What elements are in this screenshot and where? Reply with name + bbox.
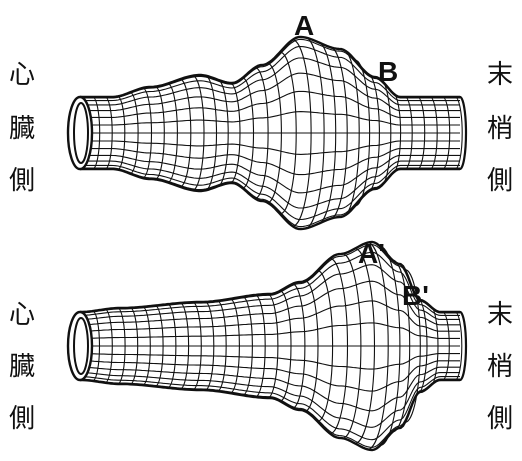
top-vessel-long-line — [80, 47, 460, 101]
bottom-left-char-3: 側 — [2, 406, 42, 432]
top-right-char-2: 梢 — [480, 116, 520, 142]
bottom-right-char-3: 側 — [480, 406, 520, 432]
bottom-right-char-2: 梢 — [480, 354, 520, 380]
top-vessel-end-cap — [460, 97, 466, 169]
top-left-char-1: 心 — [2, 62, 42, 88]
bottom-point-a-label: A' — [358, 240, 385, 268]
top-point-a-label: A — [294, 12, 314, 40]
top-left-char-2: 臓 — [2, 116, 42, 142]
bottom-vessel — [68, 242, 466, 450]
bottom-left-char-1: 心 — [2, 302, 42, 328]
top-left-char-3: 側 — [2, 168, 42, 194]
bottom-right-char-1: 末 — [480, 302, 520, 328]
bottom-point-b-label: B' — [402, 282, 429, 310]
top-vessel — [68, 37, 466, 229]
bottom-vessel-end-cap — [460, 312, 466, 380]
top-right-char-1: 末 — [480, 62, 520, 88]
top-point-b-label: B — [378, 58, 398, 86]
top-right-char-3: 側 — [480, 168, 520, 194]
bottom-left-char-2: 臓 — [2, 354, 42, 380]
top-vessel-long-line — [80, 165, 460, 219]
bottom-vessel-long-line — [80, 367, 460, 411]
